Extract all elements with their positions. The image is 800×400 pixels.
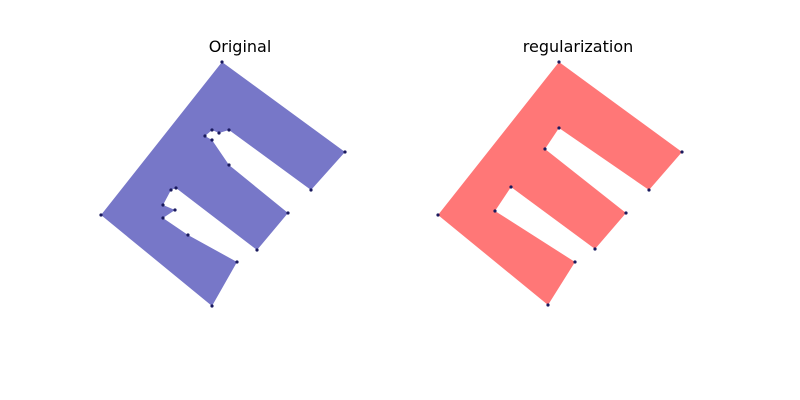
original-vertex bbox=[174, 186, 178, 190]
original-vertex bbox=[169, 188, 173, 192]
original-panel-frame: Original bbox=[209, 37, 272, 56]
original-vertex bbox=[227, 163, 231, 167]
regularized-panel bbox=[436, 60, 684, 307]
original-vertex bbox=[227, 128, 231, 132]
original-vertex bbox=[286, 211, 290, 215]
regularized-panel-frame: regularization bbox=[400, 0, 800, 400]
regularized-vertex bbox=[573, 260, 577, 264]
original-vertex bbox=[210, 304, 214, 308]
original-title: Original bbox=[208, 37, 272, 56]
regularized-vertex bbox=[557, 60, 561, 64]
original-vertex bbox=[161, 216, 165, 220]
regularized-vertex bbox=[647, 188, 651, 192]
regularized-polygon bbox=[438, 62, 682, 305]
regularized-vertices bbox=[436, 60, 684, 307]
original-vertex bbox=[173, 208, 177, 212]
regularized-vertex bbox=[543, 147, 547, 151]
original-vertex bbox=[217, 131, 221, 135]
regularized-title: regularization bbox=[522, 37, 634, 56]
regularized-vertex bbox=[593, 247, 597, 251]
original-vertex bbox=[235, 260, 239, 264]
regularized-vertex bbox=[680, 150, 684, 154]
original-vertices bbox=[99, 60, 347, 308]
original-vertex bbox=[220, 60, 224, 64]
original-vertex bbox=[343, 150, 347, 154]
original-vertex bbox=[255, 248, 259, 252]
original-vertex bbox=[210, 138, 214, 142]
regularized-vertex bbox=[546, 303, 550, 307]
regularized-vertex bbox=[509, 185, 513, 189]
original-vertex bbox=[309, 188, 313, 192]
regularized-vertex bbox=[557, 126, 561, 130]
original-vertex bbox=[186, 233, 190, 237]
regularized-vertex bbox=[493, 209, 497, 213]
regularized-vertex bbox=[624, 211, 628, 215]
original-vertex bbox=[99, 213, 103, 217]
original-panel bbox=[99, 60, 347, 308]
original-polygon bbox=[101, 62, 345, 306]
original-vertex bbox=[161, 203, 165, 207]
original-vertex bbox=[210, 128, 214, 132]
original-vertex bbox=[203, 134, 207, 138]
regularized-vertex bbox=[436, 213, 440, 217]
